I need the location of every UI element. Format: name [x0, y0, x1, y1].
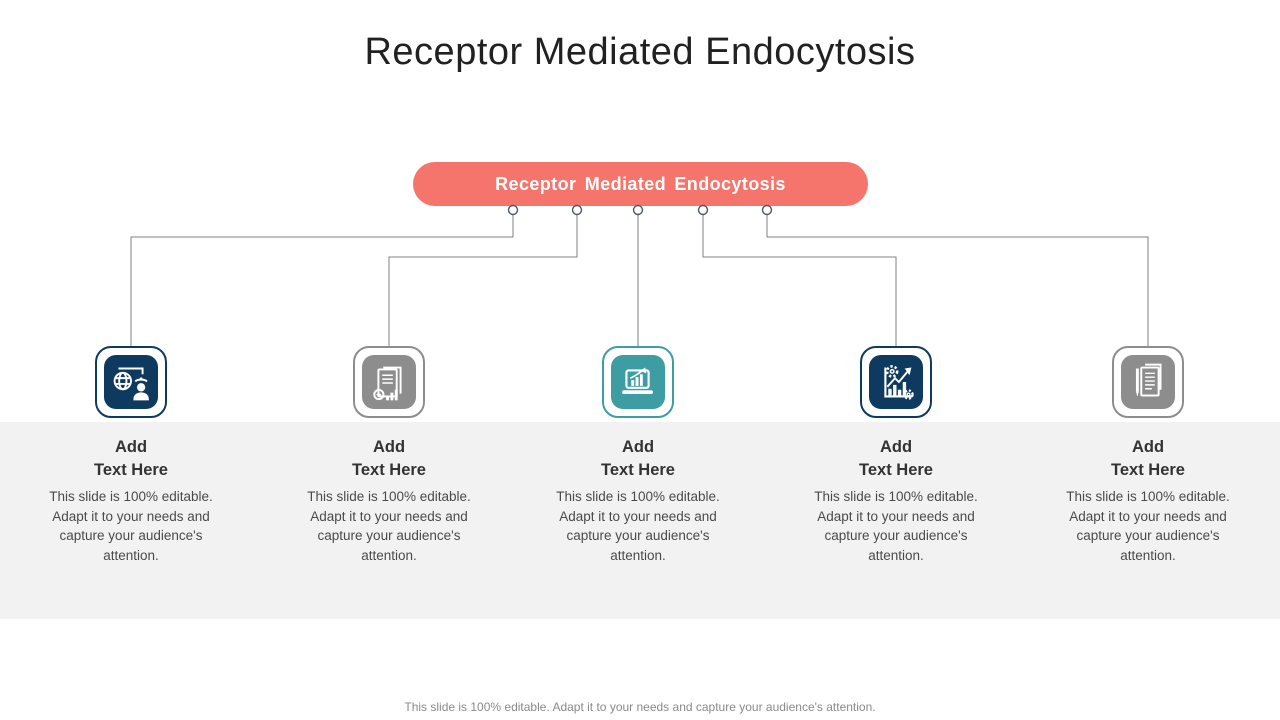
column-body: This slide is 100% editable. Adapt it to… — [1066, 489, 1230, 563]
column-heading: Add Text Here — [352, 438, 426, 479]
text-column-1: Add Text Here This slide is 100% editabl… — [26, 436, 236, 565]
column-heading: Add Text Here — [1111, 438, 1185, 479]
footer-note: This slide is 100% editable. Adapt it to… — [404, 700, 876, 714]
main-topic-label: Receptor Mediated Endocytosis — [495, 173, 786, 194]
laptop-growth-chart-icon — [611, 355, 665, 409]
column-body: This slide is 100% editable. Adapt it to… — [814, 489, 978, 563]
globe-user-communication-icon — [104, 355, 158, 409]
slide-title: Receptor Mediated Endocytosis — [364, 31, 916, 73]
column-heading: Add Text Here — [859, 438, 933, 479]
connector-node — [761, 204, 773, 216]
text-background-band — [0, 422, 1280, 619]
column-heading: Add Text Here — [601, 438, 675, 479]
icon-box-1 — [95, 346, 167, 418]
connector-node — [632, 204, 644, 216]
column-body: This slide is 100% editable. Adapt it to… — [307, 489, 471, 563]
text-column-5: Add Text Here This slide is 100% editabl… — [1043, 436, 1253, 565]
icon-box-5 — [1112, 346, 1184, 418]
icon-box-4 — [860, 346, 932, 418]
column-heading: Add Text Here — [94, 438, 168, 479]
icon-box-3 — [602, 346, 674, 418]
text-column-2: Add Text Here This slide is 100% editabl… — [284, 436, 494, 565]
column-body: This slide is 100% editable. Adapt it to… — [49, 489, 213, 563]
connector-node — [697, 204, 709, 216]
connector-node — [507, 204, 519, 216]
text-column-4: Add Text Here This slide is 100% editabl… — [791, 436, 1001, 565]
document-pen-icon — [1121, 355, 1175, 409]
text-column-3: Add Text Here This slide is 100% editabl… — [533, 436, 743, 565]
main-topic-banner: Receptor Mediated Endocytosis — [413, 162, 868, 206]
icon-box-2 — [353, 346, 425, 418]
growth-chart-gears-icon — [869, 355, 923, 409]
business-report-analysis-icon — [362, 355, 416, 409]
connector-node — [571, 204, 583, 216]
column-body: This slide is 100% editable. Adapt it to… — [556, 489, 720, 563]
